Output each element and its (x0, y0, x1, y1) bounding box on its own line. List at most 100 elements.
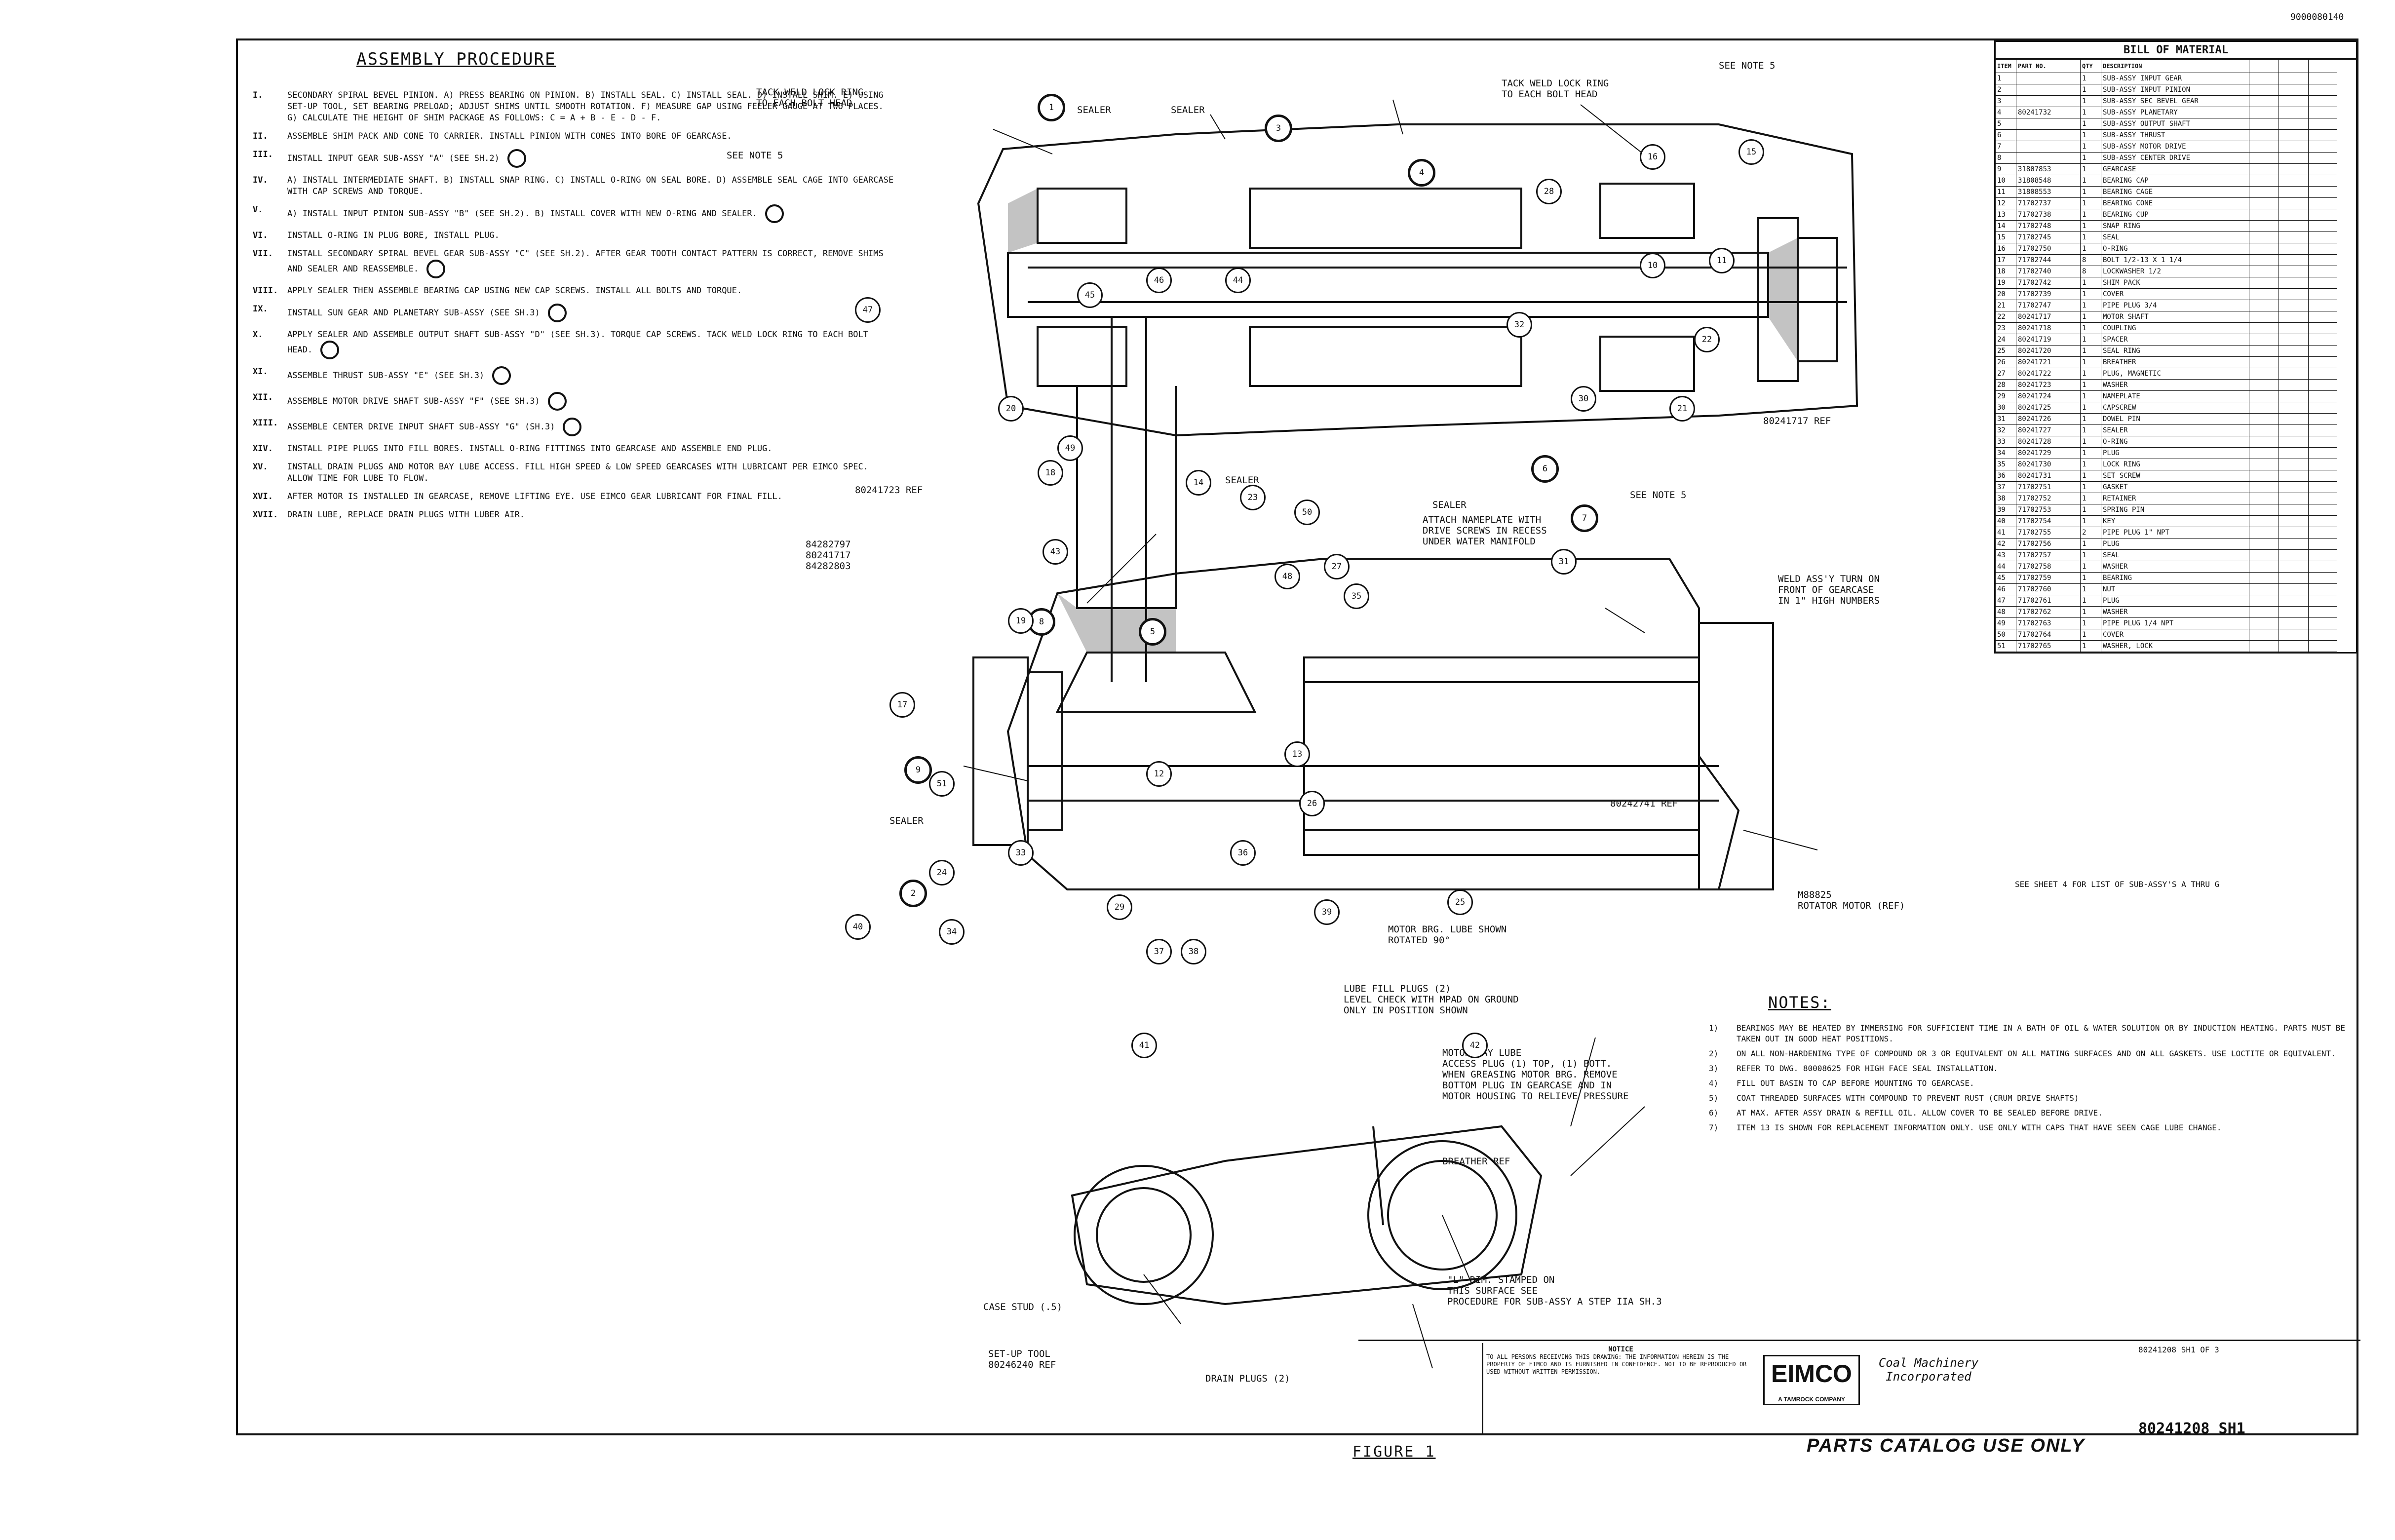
bom-cell-blank (2279, 255, 2309, 266)
bom-cell-desc: PLUG (2101, 448, 2249, 459)
bom-cell-desc: WASHER (2101, 380, 2249, 391)
bom-cell-blank (2279, 539, 2309, 550)
procedure-step-text-content: AFTER MOTOR IS INSTALLED IN GEARCASE, RE… (287, 492, 783, 501)
bom-cell-desc: LOCKWASHER 1/2 (2101, 266, 2249, 277)
bom-cell-blank (2249, 300, 2279, 311)
item-balloon: 19 (1008, 608, 1034, 634)
procedure-step: V.A) INSTALL INPUT PINION SUB-ASSY "B" (… (253, 204, 894, 223)
bom-cell-blank (2279, 595, 2309, 607)
bom-cell-blank (2279, 311, 2309, 323)
item-balloon: 39 (1314, 899, 1340, 925)
bom-cell-blank (2309, 618, 2337, 629)
bom-cell-blank (2249, 232, 2279, 243)
bom-cell-blank (2309, 266, 2337, 277)
procedure-step-text-content: APPLY SEALER THEN ASSEMBLE BEARING CAP U… (287, 286, 742, 296)
bom-cell-blank (2279, 425, 2309, 436)
bom-cell-qty: 1 (2081, 198, 2101, 209)
procedure-step-text: ASSEMBLE CENTER DRIVE INPUT SHAFT SUB-AS… (287, 418, 894, 436)
item-balloon: 11 (1709, 248, 1735, 273)
bom-cell-blank (2309, 482, 2337, 493)
bom-cell-item: 6 (1996, 130, 2016, 141)
procedure-step-number: XI. (253, 367, 268, 377)
bom-cell-blank (2249, 255, 2279, 266)
item-balloon: 17 (889, 692, 915, 718)
note-number: 2) (1709, 1049, 1719, 1058)
drawing-top-ref: 80241208 SH1 OF 3 (2138, 1345, 2219, 1354)
drawing-label-motor-bay: MOTOR BAY LUBE ACCESS PLUG (1) TOP, (1) … (1442, 1047, 1629, 1102)
bom-cell-item: 45 (1996, 573, 2016, 584)
bom-cell-qty: 1 (2081, 584, 2101, 595)
procedure-step-text: DRAIN LUBE, REPLACE DRAIN PLUGS WITH LUB… (287, 509, 894, 521)
bom-cell-qty: 1 (2081, 73, 2101, 84)
item-balloon: 42 (1462, 1033, 1488, 1058)
bom-cell-blank (2279, 561, 2309, 573)
bom-cell-blank (2279, 380, 2309, 391)
bom-cell-desc: RETAINER (2101, 493, 2249, 504)
drawing-label-ref-2: 80241723 REF (855, 485, 923, 496)
item-balloon: 41 (1131, 1033, 1157, 1058)
drawing-label-sealer-mid-1: SEALER (1225, 475, 1259, 486)
output-cap (1797, 237, 1838, 362)
drawing-label-sealer-mid-2: SEALER (1432, 500, 1467, 510)
bom-cell-blank (2249, 607, 2279, 618)
bom-cell-blank (2279, 153, 2309, 164)
end-view-right-inner (1387, 1160, 1498, 1270)
bom-cell-blank (2249, 629, 2279, 641)
procedure-step: IV.A) INSTALL INTERMEDIATE SHAFT. B) INS… (253, 175, 894, 197)
bom-cell-blank (2279, 266, 2309, 277)
bom-cell-blank (2279, 323, 2309, 334)
lower-gearcase (1006, 558, 1740, 890)
bom-cell-blank (2249, 493, 2279, 504)
item-balloon: 22 (1694, 327, 1720, 352)
item-balloon: 27 (1324, 554, 1350, 579)
bom-cell-desc: BEARING CAGE (2101, 187, 2249, 198)
step-callout-circle (547, 304, 567, 322)
bom-cell-qty: 1 (2081, 300, 2101, 311)
note-text: FILL OUT BASIN TO CAP BEFORE MOUNTING TO… (1737, 1078, 1974, 1088)
bom-cell-part: 71702758 (2016, 561, 2081, 573)
bom-cell-qty: 8 (2081, 266, 2101, 277)
item-balloon: 44 (1225, 268, 1251, 293)
bom-cell-qty: 1 (2081, 641, 2101, 652)
bom-cell-blank (2279, 289, 2309, 300)
bom-cell-blank (2279, 73, 2309, 84)
drawing-label-sealer-top-2: SEALER (1171, 105, 1205, 116)
bom-cell-qty: 1 (2081, 221, 2101, 232)
bom-header-cell (2309, 60, 2337, 73)
procedure-step-text-content: A) INSTALL INPUT PINION SUB-ASSY "B" (SE… (287, 209, 757, 219)
bom-cell-desc: PLUG (2101, 539, 2249, 550)
procedure-step-text: A) INSTALL INPUT PINION SUB-ASSY "B" (SE… (287, 204, 894, 223)
bom-header-cell (2279, 60, 2309, 73)
bom-header-cell: ITEM (1996, 60, 2016, 73)
bom-cell-part: 80241724 (2016, 391, 2081, 402)
bom-cell-blank (2249, 118, 2279, 130)
bom-cell-qty: 1 (2081, 402, 2101, 414)
bom-cell-blank (2279, 470, 2309, 482)
bom-cell-blank (2249, 266, 2279, 277)
item-balloon: 34 (939, 919, 965, 945)
bom-cell-part: 80241727 (2016, 425, 2081, 436)
bom-cell-item: 32 (1996, 425, 2016, 436)
drawing-label-ref-4: 84282797 80241717 84282803 (806, 539, 851, 572)
bom-cell-qty: 1 (2081, 187, 2101, 198)
bevel-gear (1055, 652, 1257, 713)
item-balloon: 6 (1531, 455, 1559, 483)
bom-cell-desc: BEARING (2101, 573, 2249, 584)
item-balloon: 31 (1551, 549, 1577, 575)
bom-cell-blank (2249, 289, 2279, 300)
procedure-step: XIV.INSTALL PIPE PLUGS INTO FILL BORES. … (253, 443, 894, 455)
bom-cell-qty: 1 (2081, 493, 2101, 504)
bom-cell-qty: 1 (2081, 516, 2101, 527)
bom-cell-qty: 1 (2081, 618, 2101, 629)
